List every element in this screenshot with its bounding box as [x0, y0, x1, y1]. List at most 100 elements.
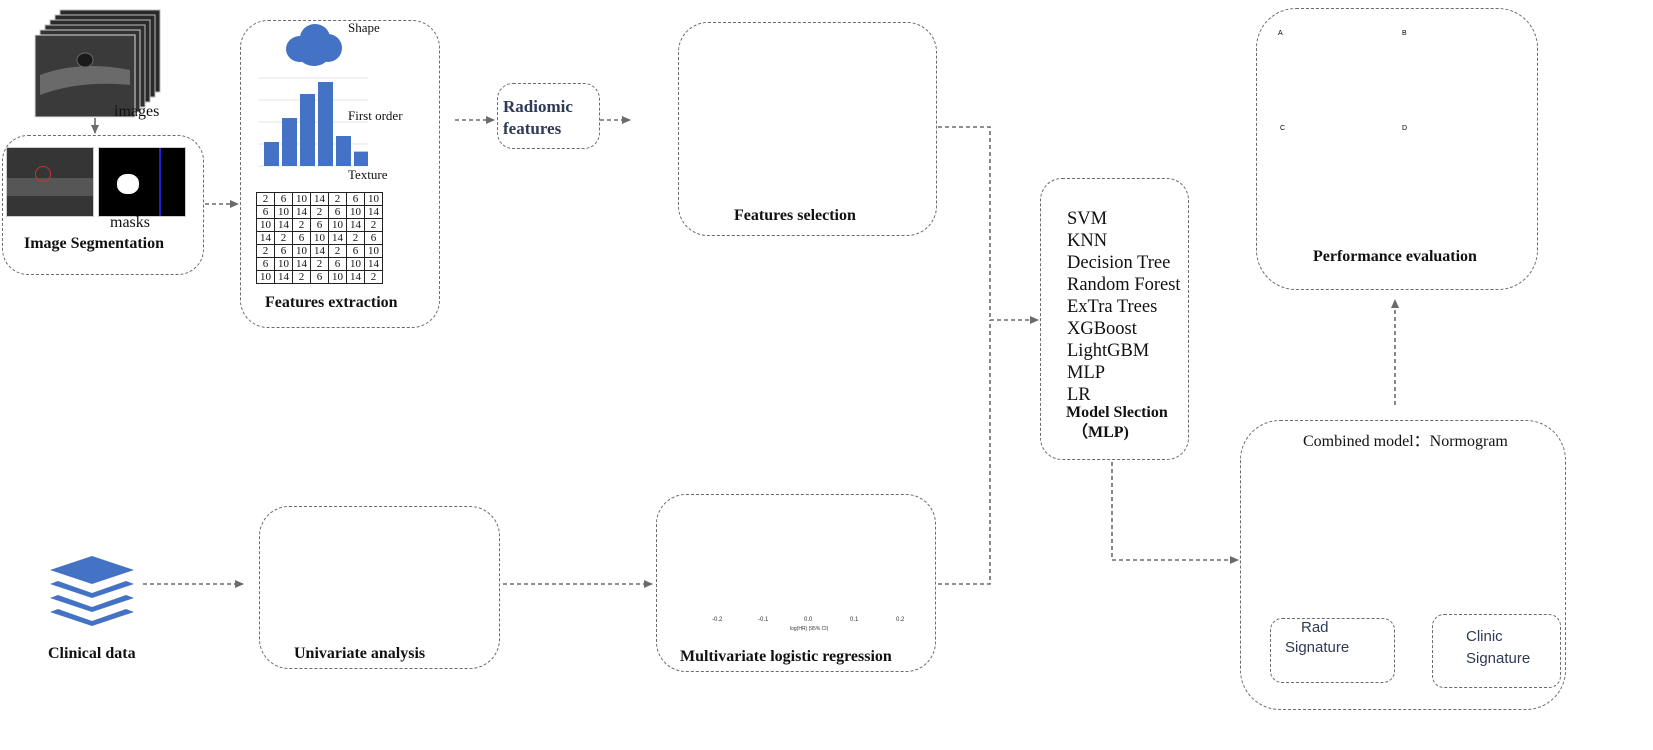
performance-evaluation-box [1256, 8, 1538, 290]
histogram-bar [300, 94, 315, 166]
rad-signature-line2: Signature [1285, 639, 1350, 656]
texture-matrix-cell: 6 [310, 270, 329, 284]
texture-matrix-cell: 2 [292, 270, 311, 284]
multivariate-x-tick: 0.2 [896, 617, 905, 623]
features-extraction-title: Features extraction [265, 294, 398, 311]
texture-matrix-cell: 6 [274, 244, 293, 258]
clinic-signature-line2: Signature [1466, 650, 1531, 667]
texture-matrix-cell: 10 [274, 257, 293, 271]
texture-matrix-cell: 6 [256, 257, 275, 271]
texture-matrix-cell: 14 [292, 205, 311, 219]
texture-matrix-cell: 10 [292, 192, 311, 206]
first-order-histogram [258, 77, 368, 167]
radiomic-features-box [497, 83, 600, 149]
clinical-data-title: Clinical data [48, 645, 136, 662]
texture-matrix-cell: 14 [292, 257, 311, 271]
texture-matrix-cell: 14 [364, 205, 383, 219]
texture-matrix-cell: 2 [256, 192, 275, 206]
texture-matrix-cell: 14 [256, 231, 275, 245]
panel-letter-d: D [1402, 125, 1408, 132]
features-selection-box [678, 22, 937, 236]
masks-label: masks [110, 214, 150, 231]
model-item: SVM [1067, 209, 1108, 229]
multivariate-x-label: log(HR) (95% CI) [790, 626, 829, 632]
shape-label: Shape [348, 20, 380, 35]
texture-matrix-cell: 14 [364, 257, 383, 271]
texture-matrix-cell: 14 [310, 244, 329, 258]
texture-label: Texture [348, 167, 388, 182]
texture-matrix-cell: 14 [274, 218, 293, 232]
clinic-signature-label: Clinic Signature [1452, 626, 1530, 670]
texture-matrix-cell: 14 [310, 192, 329, 206]
model-selection-label: Model Slection （MLP) [1066, 403, 1168, 443]
texture-matrix-cell: 2 [328, 244, 347, 258]
images-label: images [114, 103, 160, 120]
texture-matrix-cell: 6 [328, 205, 347, 219]
model-item: XGBoost [1067, 319, 1137, 339]
texture-matrix-cell: 2 [292, 218, 311, 232]
texture-matrix-cell: 14 [274, 270, 293, 284]
rad-signature-line1: Rad [1301, 619, 1329, 636]
multivariate-regression-title: Multivariate logistic regression [680, 648, 892, 665]
texture-matrix-cell: 6 [364, 231, 383, 245]
texture-matrix-cell: 10 [328, 218, 347, 232]
texture-matrix-cell: 6 [256, 205, 275, 219]
model-item: LightGBM [1067, 341, 1150, 361]
multivariate-x-tick: 0.1 [850, 617, 859, 623]
shape-cloud-icon [286, 24, 342, 66]
texture-matrix-cell: 14 [346, 218, 365, 232]
texture-matrix-cell: 2 [346, 231, 365, 245]
panel-letter-c: C [1280, 125, 1286, 132]
texture-matrix-cell: 14 [328, 231, 347, 245]
radiomic-features-label: Radiomic features [503, 96, 573, 140]
panel-letter-b: B [1402, 30, 1407, 37]
clinic-signature-line1: Clinic [1466, 628, 1503, 645]
panel-letter-a: A [1278, 30, 1283, 37]
nomogram-title: Combined model：Normogram [1303, 433, 1508, 450]
texture-matrix-cell: 10 [274, 205, 293, 219]
histogram-bar [318, 82, 333, 166]
texture-matrix-cell: 10 [292, 244, 311, 258]
rad-signature-label: Rad Signature [1285, 618, 1349, 658]
rad-signature-box [1270, 618, 1395, 683]
texture-matrix-cell: 10 [256, 218, 275, 232]
texture-matrix-cell: 6 [292, 231, 311, 245]
features-selection-title: Features selection [734, 207, 856, 224]
model-item: MLP [1067, 363, 1106, 383]
model-comparison-box [1040, 178, 1189, 460]
clinic-signature-box [1432, 614, 1561, 688]
texture-matrix-cell: 10 [364, 244, 383, 258]
model-item: ExTra Trees [1067, 297, 1158, 317]
model-selection-line1: Model Slection [1066, 404, 1168, 421]
database-layers-icon [50, 556, 134, 626]
texture-matrix-cell: 6 [346, 244, 365, 258]
multivariate-regression-box [656, 494, 936, 672]
model-item: LR [1067, 385, 1091, 405]
model-selection-line2: （MLP) [1072, 424, 1129, 441]
texture-matrix-cell: 10 [310, 231, 329, 245]
texture-matrix-cell: 10 [328, 270, 347, 284]
texture-matrix-cell: 2 [364, 270, 383, 284]
histogram-bar [282, 118, 297, 166]
texture-matrix-cell: 10 [346, 205, 365, 219]
univariate-analysis-box [259, 506, 500, 669]
texture-matrix-cell: 2 [364, 218, 383, 232]
multivariate-x-tick: -0.1 [758, 617, 769, 623]
image-segmentation-title: Image Segmentation [24, 235, 164, 252]
performance-evaluation-title: Performance evaluation [1313, 248, 1477, 265]
texture-matrix-cell: 6 [346, 192, 365, 206]
texture-matrix-cell: 10 [364, 192, 383, 206]
segmentation-image [6, 147, 94, 217]
multivariate-x-tick: 0.0 [804, 617, 813, 623]
segmentation-mask [98, 147, 186, 217]
univariate-analysis-title: Univariate analysis [294, 645, 426, 662]
histogram-bar [264, 142, 279, 166]
